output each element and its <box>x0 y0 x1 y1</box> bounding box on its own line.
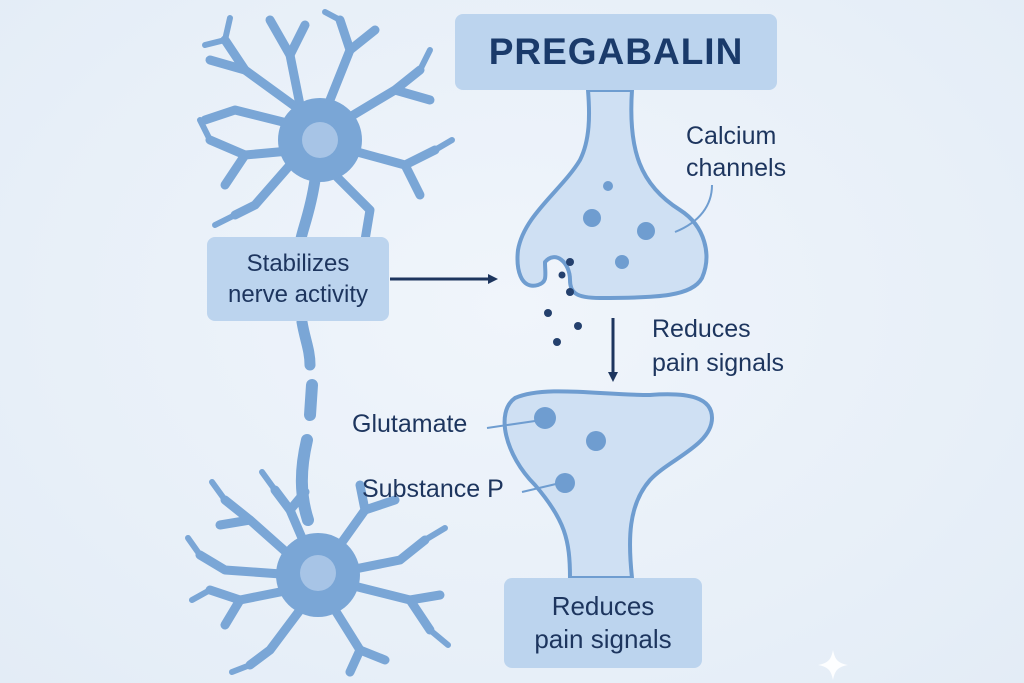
vesicle-dot <box>637 222 655 240</box>
reduces-mid-line1: Reduces <box>652 315 751 343</box>
calcium-line1: Calcium <box>686 122 777 150</box>
reduces-pain-box: Reduces pain signals <box>504 578 702 668</box>
receptor-dot <box>534 407 556 429</box>
vesicle-dot <box>615 255 629 269</box>
receptor-dot <box>555 473 575 493</box>
postsynaptic-terminal <box>486 389 714 580</box>
glutamate-label: Glutamate <box>352 410 468 438</box>
reduces-box-line1: Reduces <box>551 591 655 621</box>
stabilizes-box: Stabilizes nerve activity <box>207 237 389 321</box>
page-title: PREGABALIN <box>488 31 744 72</box>
stabilizes-label-line2: nerve activity <box>227 281 369 308</box>
title-box: PREGABALIN <box>455 14 777 90</box>
stabilizes-label-line1: Stabilizes <box>246 250 350 277</box>
sparkle-icon <box>818 650 848 680</box>
reduces-pain-label: Reduces pain signals <box>652 312 784 380</box>
substance-p-label: Substance P <box>362 475 504 503</box>
neuron-bottom-icon <box>185 469 451 677</box>
reduces-mid-line2: pain signals <box>652 349 785 377</box>
reduces-box-line2: pain signals <box>534 624 672 654</box>
neuron-top-icon <box>197 9 455 526</box>
receptor-dot <box>586 431 606 451</box>
vesicle-dot <box>583 209 601 227</box>
calcium-line2: channels <box>686 154 787 182</box>
vesicle-dot <box>603 181 613 191</box>
presynaptic-terminal <box>515 88 713 300</box>
calcium-channels-label: Calcium channels <box>686 120 786 184</box>
neurotransmitter-dots <box>544 258 582 346</box>
